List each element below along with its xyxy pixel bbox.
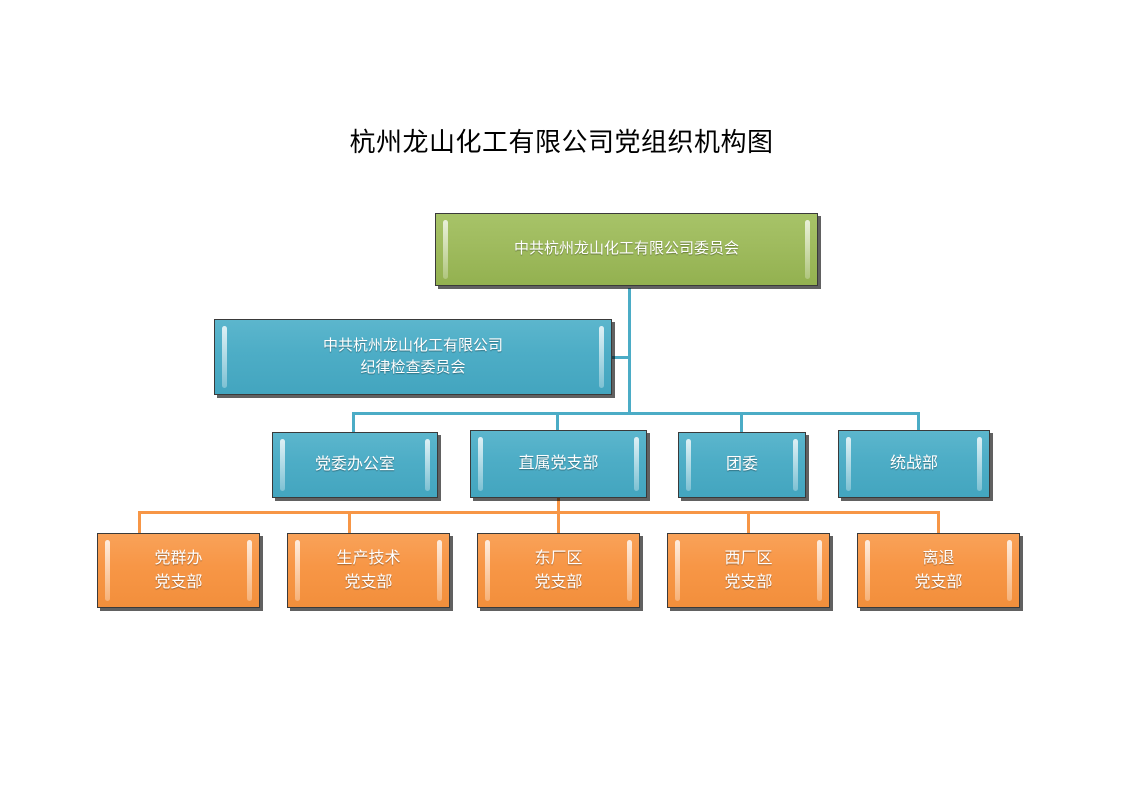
connector-drop-branch-5 <box>937 511 940 533</box>
node-branch-retired-line1: 离退 <box>922 549 955 567</box>
connector-drop-branch-4 <box>747 511 750 533</box>
page-title: 杭州龙山化工有限公司党组织机构图 <box>349 127 774 157</box>
node-discipline-committee-line2: 纪律检查委员会 <box>360 360 466 376</box>
connector-drop-dept-4 <box>917 412 920 432</box>
node-branch-east-plant-line1: 东厂区 <box>534 549 583 567</box>
connector-root-trunk <box>628 288 631 415</box>
node-party-committee[interactable]: 中共杭州龙山化工有限公司委员会 <box>435 213 818 286</box>
node-branch-production-tech-line2: 党支部 <box>344 573 393 591</box>
connector-drop-branch-1 <box>138 511 141 533</box>
node-discipline-committee[interactable]: 中共杭州龙山化工有限公司 纪律检查委员会 <box>214 319 612 395</box>
node-branch-east-plant-line2: 党支部 <box>534 573 583 591</box>
node-discipline-committee-line1: 中共杭州龙山化工有限公司 <box>322 337 503 354</box>
node-youth-league[interactable]: 团委 <box>678 432 806 498</box>
node-branch-east-plant[interactable]: 东厂区 党支部 <box>477 533 640 608</box>
node-party-committee-label: 中共杭州龙山化工有限公司委员会 <box>513 241 739 258</box>
node-branch-production-tech[interactable]: 生产技术 党支部 <box>287 533 450 608</box>
node-united-front-label: 统战部 <box>889 455 938 472</box>
connector-drop-branch-2 <box>348 511 351 533</box>
node-branch-west-plant[interactable]: 西厂区 党支部 <box>667 533 830 608</box>
connector-drop-dept-1 <box>352 412 355 432</box>
node-youth-league-label: 团委 <box>725 456 758 473</box>
node-branch-west-plant-line1: 西厂区 <box>724 549 773 567</box>
connector-branch-trunk <box>557 497 560 513</box>
connector-drop-branch-3 <box>557 511 560 533</box>
node-direct-branch[interactable]: 直属党支部 <box>470 430 647 498</box>
node-branch-party-mass-line2: 党支部 <box>154 573 203 591</box>
connector-drop-dept-3 <box>740 412 743 432</box>
node-united-front[interactable]: 统战部 <box>838 430 990 498</box>
node-branch-party-mass[interactable]: 党群办 党支部 <box>97 533 260 608</box>
node-direct-branch-label: 直属党支部 <box>518 455 599 472</box>
connector-discipline-stub <box>612 356 630 359</box>
node-branch-retired-line2: 党支部 <box>914 573 963 591</box>
node-branch-west-plant-line2: 党支部 <box>724 573 773 591</box>
node-branch-retired[interactable]: 离退 党支部 <box>857 533 1020 608</box>
connector-department-bus <box>352 412 920 415</box>
connector-drop-dept-2 <box>556 412 559 432</box>
connector-branch-bus <box>138 511 940 514</box>
node-party-office-label: 党委办公室 <box>314 456 395 473</box>
node-branch-production-tech-line1: 生产技术 <box>336 549 401 567</box>
node-branch-party-mass-line1: 党群办 <box>154 549 203 567</box>
node-party-office[interactable]: 党委办公室 <box>272 432 438 498</box>
